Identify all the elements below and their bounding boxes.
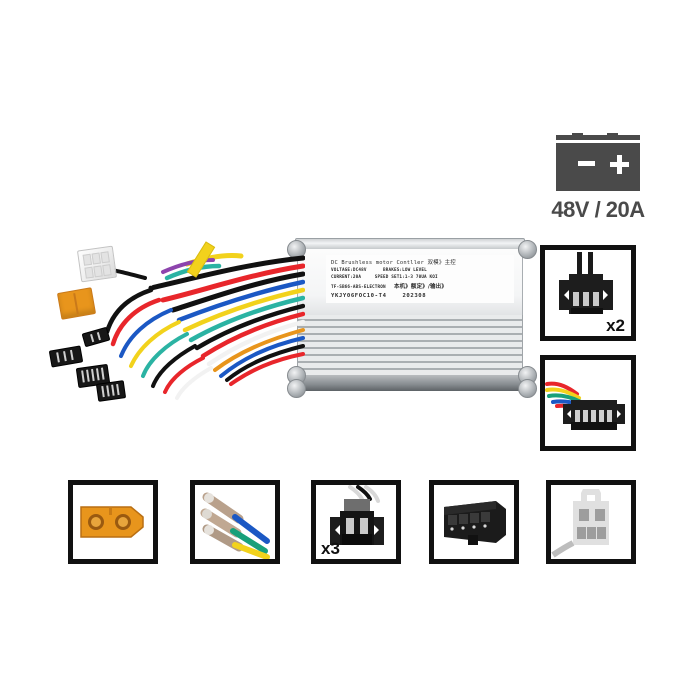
accessory-photo-white-5pin (551, 485, 631, 559)
battery-icon (550, 133, 646, 191)
white-power-connector (76, 245, 118, 283)
minus-sign-icon (578, 161, 595, 166)
mounting-ear-bottom-left-lower (287, 379, 306, 398)
label-title-line: DC Brushless motor Contller 双模》主控 (331, 258, 511, 266)
label-voltage-row: VOLTAGE:DC48V BRAKES:LOW LEVEL (331, 268, 511, 273)
heatsink-fin (298, 361, 522, 363)
accessory-box-bullet-connectors (190, 480, 280, 564)
label-model: TF-SB66-ABS-ELECTRON (331, 285, 386, 291)
accessory-photo-black-multipin-housing (434, 485, 514, 559)
wire-harness (48, 241, 305, 408)
controller-front-face: DC Brushless motor Contller 双模》主控 VOLTAG… (297, 249, 523, 315)
accessory-photo-xt60-orange (73, 485, 153, 559)
heatsink-fin (298, 354, 522, 356)
label-title-cjk: 双模》主控 (427, 260, 456, 266)
battery-body (556, 143, 640, 191)
heatsink-fin (298, 333, 522, 335)
label-speed-set: SPEED SET1:1-3 70UA KOI (374, 275, 438, 281)
mounting-ear-bottom-right-lower (518, 379, 537, 398)
label-current: CURRENT:20A (331, 275, 362, 281)
mounting-ear-top-right (518, 240, 537, 259)
accessory-quantity-badge: x3 (321, 539, 340, 558)
accessory-box-xt60-orange (68, 480, 158, 564)
controller-spec-label: DC Brushless motor Contller 双模》主控 VOLTAG… (326, 255, 514, 303)
xt60-orange-connector-icon (80, 506, 144, 538)
label-brakes: BRAKES:LOW LEVEL (383, 268, 427, 273)
accessory-photo-black-2pin-pair (316, 485, 396, 559)
accessory-box-black-2pin-pair: x3 (311, 480, 401, 564)
accessory-box-black-multipin-housing (429, 480, 519, 564)
label-serial-row: YKJY06FOC10-T4 202308 (331, 293, 511, 299)
heatsink-fin (298, 368, 522, 370)
controller-heatsink-fins (297, 315, 523, 375)
black-2pin-connector-icon (330, 485, 384, 545)
battery-spec-block: 48V / 20A (533, 133, 663, 223)
black-3pin-jst-connector-icon (559, 252, 613, 314)
brushless-motor-controller: DC Brushless motor Contller 双模》主控 VOLTAG… (287, 238, 537, 398)
label-model-cjk: 本机》额定》/输出》 (393, 284, 447, 291)
accessory-quantity-badge: x2 (606, 316, 625, 335)
accessory-box-black-6pin-hall (540, 355, 636, 451)
controller-bottom-shadow (297, 384, 521, 391)
bullet-connectors-icon (200, 492, 270, 559)
voltage-current-label: 48V / 20A (551, 197, 645, 222)
label-title-en: DC Brushless motor Contller (331, 260, 425, 266)
accessory-box-white-5pin (546, 480, 636, 564)
heatsink-fin (298, 319, 522, 321)
label-date-code: 202308 (402, 292, 427, 299)
white-5pin-connector-icon (551, 489, 609, 558)
label-current-row: CURRENT:20A SPEED SET1:1-3 70UA KOI (331, 275, 511, 280)
battery-cap (556, 135, 640, 140)
black-6pin-hall-connector-icon (545, 381, 625, 430)
accessory-photo-black-6pin-hall (545, 360, 631, 446)
black-5pin-connector (95, 380, 127, 402)
heatsink-fin (298, 347, 522, 349)
accessory-photo-black-3pin-jst (545, 250, 631, 336)
heatsink-fin (298, 340, 522, 342)
plus-sign-icon-vertical (617, 155, 622, 174)
black-multipin-housing-icon (444, 501, 506, 545)
accessory-box-black-3pin-jst: x2 (540, 245, 636, 341)
accessory-photo-bullet-connectors (195, 485, 275, 559)
heatsink-fin (298, 326, 522, 328)
label-serial-number: YKJY06FOC10-T4 (331, 292, 387, 299)
label-voltage: VOLTAGE:DC48V (331, 268, 367, 273)
label-model-row: TF-SB66-ABS-ELECTRON 本机》额定》/输出》 (331, 282, 511, 290)
